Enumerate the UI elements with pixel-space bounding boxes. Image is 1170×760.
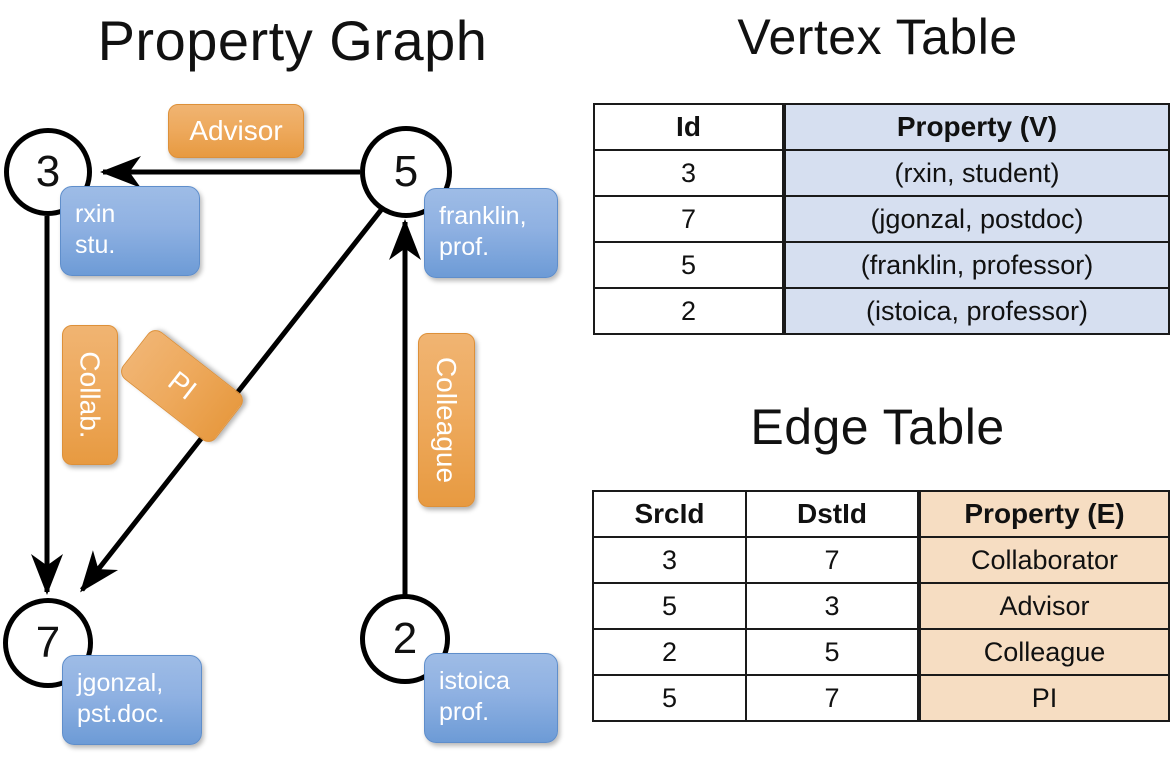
graph-vertex-7-label: 7 — [35, 618, 61, 667]
vertex-property-7-line2: pst.doc. — [77, 699, 165, 728]
vertex-table-header-id: Id — [593, 103, 785, 151]
vertex-table-header-property: Property (V) — [782, 103, 1170, 151]
edge-table-cell-property: Advisor — [917, 582, 1170, 630]
table-row[interactable]: 2 (istoica, professor) — [593, 287, 1170, 335]
vertex-table-cell-property: (istoica, professor) — [782, 287, 1170, 335]
edge-table-header-property: Property (E) — [917, 490, 1170, 538]
vertex-property-5-line1: franklin, — [439, 202, 527, 230]
page-title-vertex-table: Vertex Table — [737, 9, 1018, 65]
graph-vertex-5-label: 5 — [393, 147, 419, 196]
table-row[interactable]: 5 3 Advisor — [592, 582, 1170, 630]
vertex-table-cell-property: (jgonzal, postdoc) — [782, 195, 1170, 243]
edge-label-advisor-text: Advisor — [189, 115, 283, 146]
vertex-table-cell-id: 2 — [593, 287, 785, 335]
edge-label-collab-text: Collab. — [75, 351, 107, 439]
vertex-table-cell-property: (franklin, professor) — [782, 241, 1170, 289]
edge-table-cell-srcid: 5 — [592, 674, 747, 722]
table-row[interactable]: 5 (franklin, professor) — [593, 241, 1170, 289]
edge-label-advisor: Advisor — [168, 104, 304, 158]
graph-vertex-3-label: 3 — [35, 147, 61, 196]
table-row[interactable]: 2 5 Colleague — [592, 628, 1170, 676]
graph-vertex-5[interactable]: 5 — [360, 126, 452, 218]
edge-table-cell-dstid: 3 — [745, 582, 920, 630]
edge-label-colleague: Colleague — [418, 333, 475, 507]
vertex-property-3-line1: rxin — [75, 200, 116, 228]
vertex-property-2-line1: istoica — [439, 667, 510, 695]
edge-table-cell-property: PI — [917, 674, 1170, 722]
vertex-table-cell-id: 7 — [593, 195, 785, 243]
edge-table-header-row: SrcId DstId Property (E) — [592, 490, 1170, 538]
edge-table-cell-dstid: 7 — [745, 674, 920, 722]
edge-label-pi-text: PI — [162, 365, 203, 406]
edge-table-cell-dstid: 5 — [745, 628, 920, 676]
table-row[interactable]: 5 7 PI — [592, 674, 1170, 722]
vertex-table-cell-id: 5 — [593, 241, 785, 289]
vertex-property-2-line2: prof. — [439, 697, 490, 726]
edge-table-header-srcid: SrcId — [592, 490, 747, 538]
property-graph-diagram: 3 5 7 2 rxin stu. franklin, prof. jgonza… — [3, 104, 558, 745]
table-row[interactable]: 7 (jgonzal, postdoc) — [593, 195, 1170, 243]
edge-table-cell-srcid: 2 — [592, 628, 747, 676]
edge-table-cell-dstid: 7 — [745, 536, 920, 584]
vertex-property-box-3: rxin stu. — [60, 186, 200, 276]
graph-vertex-2[interactable]: 2 — [360, 594, 450, 684]
edge-table: SrcId DstId Property (E) 3 7 Collaborato… — [592, 490, 1170, 722]
vertex-table-cell-property: (rxin, student) — [782, 149, 1170, 197]
vertex-property-box-5: franklin, prof. — [424, 188, 558, 278]
edge-label-collab: Collab. — [62, 325, 118, 465]
edge-table-cell-property: Collaborator — [917, 536, 1170, 584]
edge-table-cell-srcid: 3 — [592, 536, 747, 584]
vertex-property-7-line1: jgonzal, — [77, 669, 164, 697]
edge-table-cell-srcid: 5 — [592, 582, 747, 630]
vertex-property-box-2: istoica prof. — [424, 653, 558, 743]
page-title-property-graph: Property Graph — [97, 9, 488, 72]
page-title-edge-table: Edge Table — [750, 399, 1005, 455]
vertex-table: Id Property (V) 3 (rxin, student) 7 (jgo… — [593, 103, 1170, 335]
vertex-property-5-line2: prof. — [439, 232, 490, 261]
vertex-property-3-line2: stu. — [75, 230, 116, 259]
edge-label-colleague-text: Colleague — [431, 356, 463, 484]
edge-table-cell-property: Colleague — [917, 628, 1170, 676]
vertex-table-header-row: Id Property (V) — [593, 103, 1170, 151]
vertex-property-box-7: jgonzal, pst.doc. — [62, 655, 202, 745]
edge-table-header-dstid: DstId — [745, 490, 920, 538]
graph-vertex-2-label: 2 — [392, 614, 418, 663]
table-row[interactable]: 3 (rxin, student) — [593, 149, 1170, 197]
vertex-table-cell-id: 3 — [593, 149, 785, 197]
table-row[interactable]: 3 7 Collaborator — [592, 536, 1170, 584]
